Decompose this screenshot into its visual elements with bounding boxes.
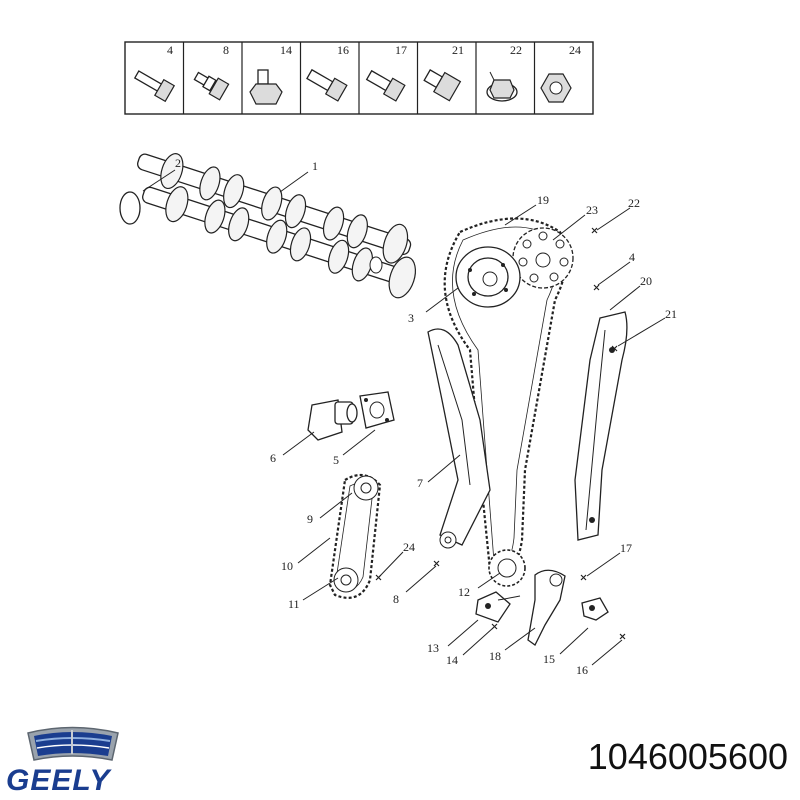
bolt-22-icon (486, 71, 518, 102)
nut-24-icon (540, 73, 572, 103)
fastener-header-4: 4 (167, 43, 173, 57)
chain-tensioner (307, 399, 358, 441)
callout-labels: 2 1 19 23 22 4 3 20 21 6 5 7 9 10 24 11 … (175, 156, 677, 677)
part-number: 1046005600 (587, 736, 788, 777)
fastener-table: 4 8 14 16 17 21 22 24 (124, 41, 594, 115)
callout-16: 16 (576, 663, 588, 677)
bolt-markers (375, 227, 626, 640)
tensioner-gasket (359, 391, 395, 429)
bolt-8-icon (193, 71, 230, 101)
callout-11: 11 (288, 597, 300, 611)
fastener-header-16: 16 (337, 43, 349, 57)
fixed-chain-guide (574, 311, 628, 541)
callout-1: 1 (312, 159, 318, 173)
callout-20: 20 (640, 274, 652, 288)
geely-logo-icon (27, 726, 119, 761)
callout-21: 21 (665, 307, 677, 321)
bolt-16-icon (306, 68, 348, 102)
tensioner-arm (527, 569, 566, 646)
callout-22: 22 (628, 196, 640, 210)
callout-2: 2 (175, 156, 181, 170)
tensioner-guide (427, 328, 491, 549)
callout-9: 9 (307, 512, 313, 526)
callout-15: 15 (543, 652, 555, 666)
crank-sprocket (488, 549, 526, 587)
callout-24: 24 (403, 540, 415, 554)
fastener-header-14: 14 (280, 43, 292, 57)
fastener-header-21: 21 (452, 43, 464, 57)
fastener-header-24: 24 (569, 43, 581, 57)
callout-19: 19 (537, 193, 549, 207)
callout-4: 4 (629, 250, 635, 264)
camshafts (119, 153, 416, 299)
oil-pump-chain (328, 473, 382, 599)
callout-5: 5 (333, 453, 339, 467)
leader-lines (142, 169, 666, 666)
bolt-14-icon (249, 69, 283, 105)
chain-guide-bracket (475, 591, 521, 623)
bolt-21-icon (423, 69, 462, 102)
callout-17: 17 (620, 541, 632, 555)
callout-13: 13 (427, 641, 439, 655)
callout-3: 3 (408, 311, 414, 325)
fastener-header-22: 22 (510, 43, 522, 57)
fastener-header-17: 17 (395, 43, 407, 57)
bolt-4-icon (133, 70, 176, 103)
callout-23: 23 (586, 203, 598, 217)
callout-6: 6 (270, 451, 276, 465)
callout-18: 18 (489, 649, 501, 663)
brand-wordmark: GEELY (6, 764, 111, 797)
callout-7: 7 (417, 476, 423, 490)
callout-12: 12 (458, 585, 470, 599)
callout-14: 14 (446, 653, 458, 667)
bolt-17-icon (365, 69, 406, 102)
fastener-header-8: 8 (223, 43, 229, 57)
vvt-phaser (455, 246, 521, 308)
oil-jet-nozzle (581, 597, 609, 621)
cam-sprocket (512, 227, 574, 289)
callout-8: 8 (393, 592, 399, 606)
callout-10: 10 (281, 559, 293, 573)
